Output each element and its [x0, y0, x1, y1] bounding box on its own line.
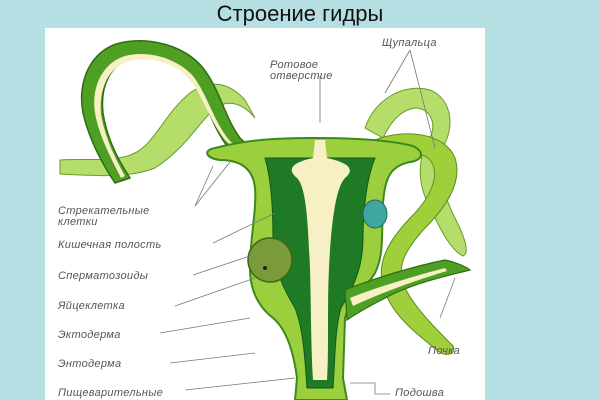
tentacle-back-right	[364, 87, 467, 257]
leader-lines	[159, 49, 456, 395]
label-sole: Подошва	[395, 387, 445, 399]
label-tentacles: Щупальца	[382, 37, 437, 49]
label-sperm: Сперматозоиды	[58, 270, 149, 282]
label-egg-cell: Яйцеклетка	[58, 300, 125, 312]
bud-cavity	[350, 268, 447, 306]
label-ectoderm: Эктодерма	[58, 329, 121, 341]
egg-cell	[247, 237, 293, 283]
tentacle-cavity-left	[94, 54, 295, 178]
slide-title: Строение гидры	[216, 1, 384, 26]
label-gastric-cavity: Кишечная полость	[58, 239, 162, 251]
bud	[344, 259, 472, 322]
label-digestive: Пищеварительные	[58, 387, 164, 399]
gastric-cavity	[291, 140, 350, 380]
label-bud: Почка	[428, 345, 461, 357]
label-mouth-opening-line1: Ротовое	[270, 59, 319, 71]
label-stinging-cells-line2: клетки	[58, 216, 98, 228]
label-endoderm: Энтодерма	[58, 358, 122, 370]
label-stinging-cells-line1: Стрекательные	[58, 205, 150, 217]
label-mouth-opening-line2: отверстие	[270, 70, 333, 82]
sperm-testis	[362, 199, 388, 229]
diagram-panel: Ротовое отверстие Щупальца Стрекательные…	[45, 28, 485, 400]
hydra-diagram	[59, 40, 472, 400]
egg-nucleus	[263, 266, 267, 270]
tentacle-front-right	[374, 133, 458, 355]
